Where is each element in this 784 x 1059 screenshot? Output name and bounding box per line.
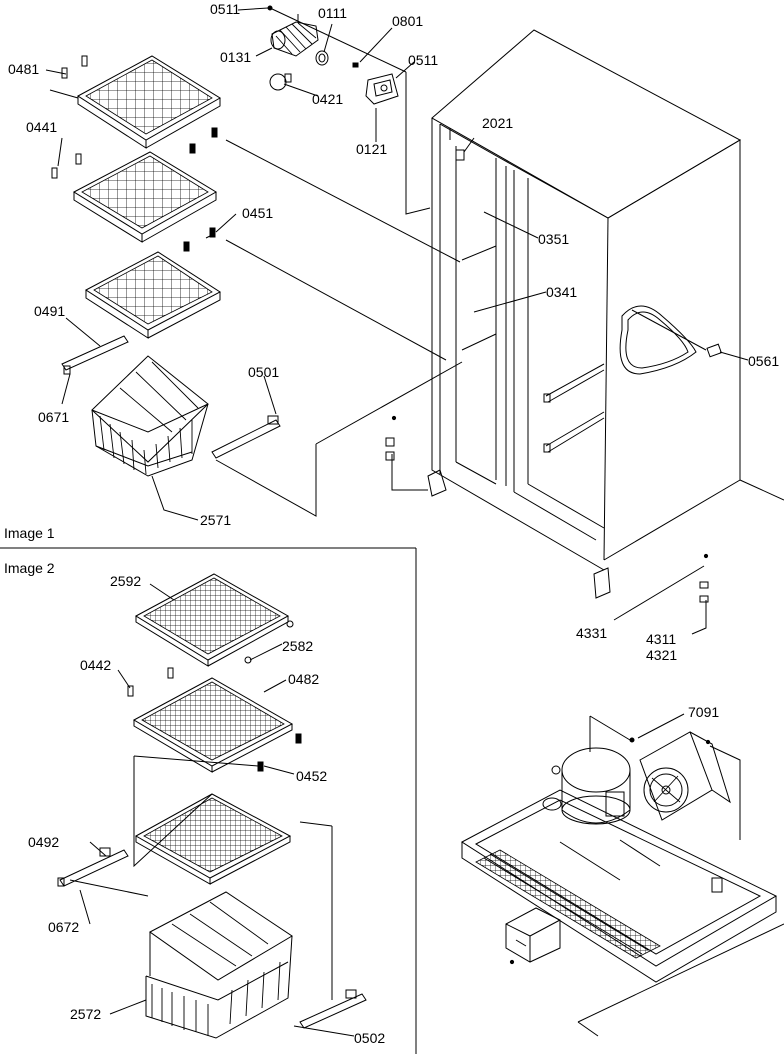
shelf-0441 [51, 151, 217, 252]
labels: Image 1 Image 2 0511 0111 0801 0131 0511… [4, 1, 779, 1046]
part-label-0801: 0801 [392, 13, 423, 29]
shelf-lower [85, 251, 221, 339]
part-label-0131: 0131 [220, 49, 251, 65]
part-label-4311: 4311 [646, 631, 676, 647]
shelf-2-lower [134, 793, 292, 885]
part-label-0491: 0491 [34, 303, 65, 319]
cabinet [427, 29, 784, 599]
machine-compartment [461, 716, 784, 1037]
part-label-0121: 0121 [356, 141, 387, 157]
part-label-0111: 0111 [318, 5, 347, 21]
condenser-fan [639, 731, 731, 821]
part-label-0451: 0451 [242, 205, 273, 221]
freezer-shelves-image1 [51, 55, 281, 477]
part-label-2571: 2571 [200, 512, 231, 528]
shelf-2592 [134, 573, 294, 667]
slide-0491 [61, 335, 129, 371]
part-label-2572: 2572 [70, 1006, 101, 1022]
part-label-0511: 0511 [408, 52, 438, 68]
part-label-4331: 4331 [576, 625, 607, 641]
leader-lines [45, 7, 749, 1037]
part-label-2021: 2021 [482, 115, 513, 131]
part-label-0482: 0482 [288, 671, 319, 687]
part-label-0511-top: 0511 [210, 1, 240, 17]
part-label-0501: 0501 [248, 364, 279, 380]
part-label-0481: 0481 [8, 61, 39, 77]
part-label-0671: 0671 [38, 409, 69, 425]
part-label-0452: 0452 [296, 768, 327, 784]
part-label-0421: 0421 [312, 91, 343, 107]
part-label-2582: 2582 [282, 638, 313, 654]
basket-2571 [91, 355, 209, 477]
part-label-4321: 4321 [646, 647, 677, 663]
part-label-0441: 0441 [26, 119, 57, 135]
freezer-shelves-image2 [57, 573, 367, 1039]
part-label-0442: 0442 [80, 657, 111, 673]
slide-0502 [299, 993, 367, 1029]
part-label-0351: 0351 [538, 231, 569, 247]
basket-2572 [145, 891, 293, 1039]
part-label-0672: 0672 [48, 919, 79, 935]
part-label-0492: 0492 [28, 834, 59, 850]
shelf-0481 [61, 55, 221, 154]
part-label-0341: 0341 [546, 284, 577, 300]
evaporator-fan-assembly [267, 5, 399, 105]
section-label-image2: Image 2 [4, 560, 55, 576]
part-label-2592: 2592 [110, 573, 141, 589]
hinge-parts [385, 415, 709, 603]
image2-frame [0, 547, 417, 1054]
part-label-0561: 0561 [748, 353, 779, 369]
section-label-image1: Image 1 [4, 525, 55, 541]
shelf-0482 [127, 667, 302, 773]
part-label-7091: 7091 [688, 704, 719, 720]
compressor [551, 747, 631, 825]
slide-0492 [59, 849, 129, 887]
part-label-0502: 0502 [354, 1030, 385, 1046]
slide-0501 [211, 419, 281, 459]
